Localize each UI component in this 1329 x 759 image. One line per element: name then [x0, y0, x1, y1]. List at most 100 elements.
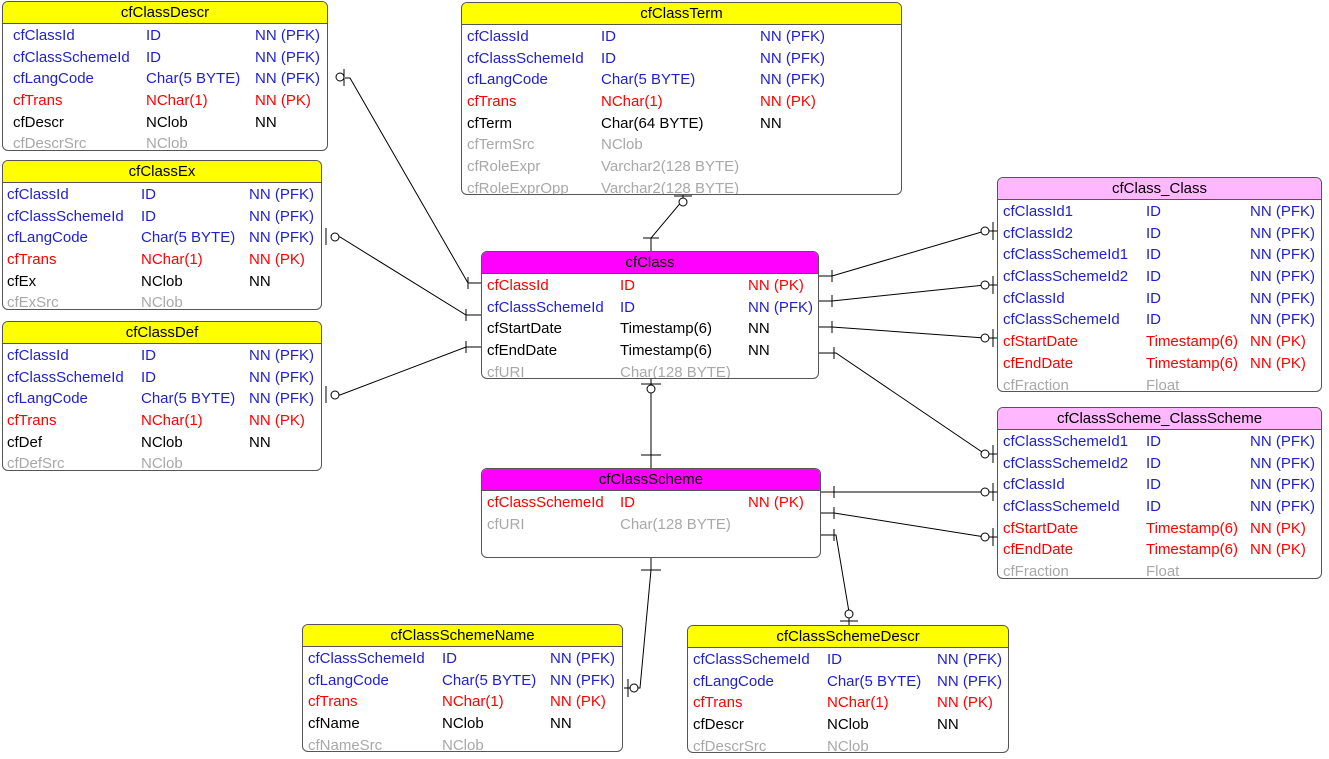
link-scheme-schemename: [624, 558, 652, 689]
column-name: cfClassSchemeId: [1003, 311, 1120, 329]
entity-title: cfClassTerm: [462, 3, 901, 25]
column-constraint: NN (PFK): [249, 347, 314, 364]
column-name: cfEndDate: [1003, 354, 1074, 372]
column-constraint: NN (PK): [937, 694, 993, 712]
column-name: cfEx: [7, 272, 37, 290]
column-constraint: NN (PK): [748, 494, 804, 511]
column-name: cfName: [308, 715, 360, 733]
column-constraint: NN (PK): [748, 277, 804, 294]
column-type: ID: [601, 49, 616, 67]
column-type: NClob: [146, 135, 188, 151]
column-name: cfStartDate: [1003, 519, 1079, 537]
column-name: cfLangCode: [7, 229, 88, 247]
column-constraint: NN (PFK): [760, 49, 825, 67]
column-name: cfStartDate: [1003, 333, 1079, 351]
column-type: Timestamp(6): [620, 320, 712, 338]
column-constraint: NN: [748, 342, 770, 360]
column-type: NChar(1): [141, 251, 203, 269]
column-type: Char(128 BYTE): [620, 515, 731, 533]
column-type: ID: [1146, 224, 1161, 242]
column-type: ID: [601, 28, 616, 45]
column-constraint: NN (PK): [249, 251, 305, 269]
column-type: Timestamp(6): [620, 342, 712, 360]
column-type: Timestamp(6): [1146, 519, 1238, 537]
column-constraint: NN (PK): [255, 92, 311, 110]
column-name: cfClassId: [7, 186, 69, 203]
column-type: ID: [1146, 203, 1161, 220]
column-constraint: NN (PFK): [760, 28, 825, 45]
column-name: cfTrans: [467, 93, 517, 111]
